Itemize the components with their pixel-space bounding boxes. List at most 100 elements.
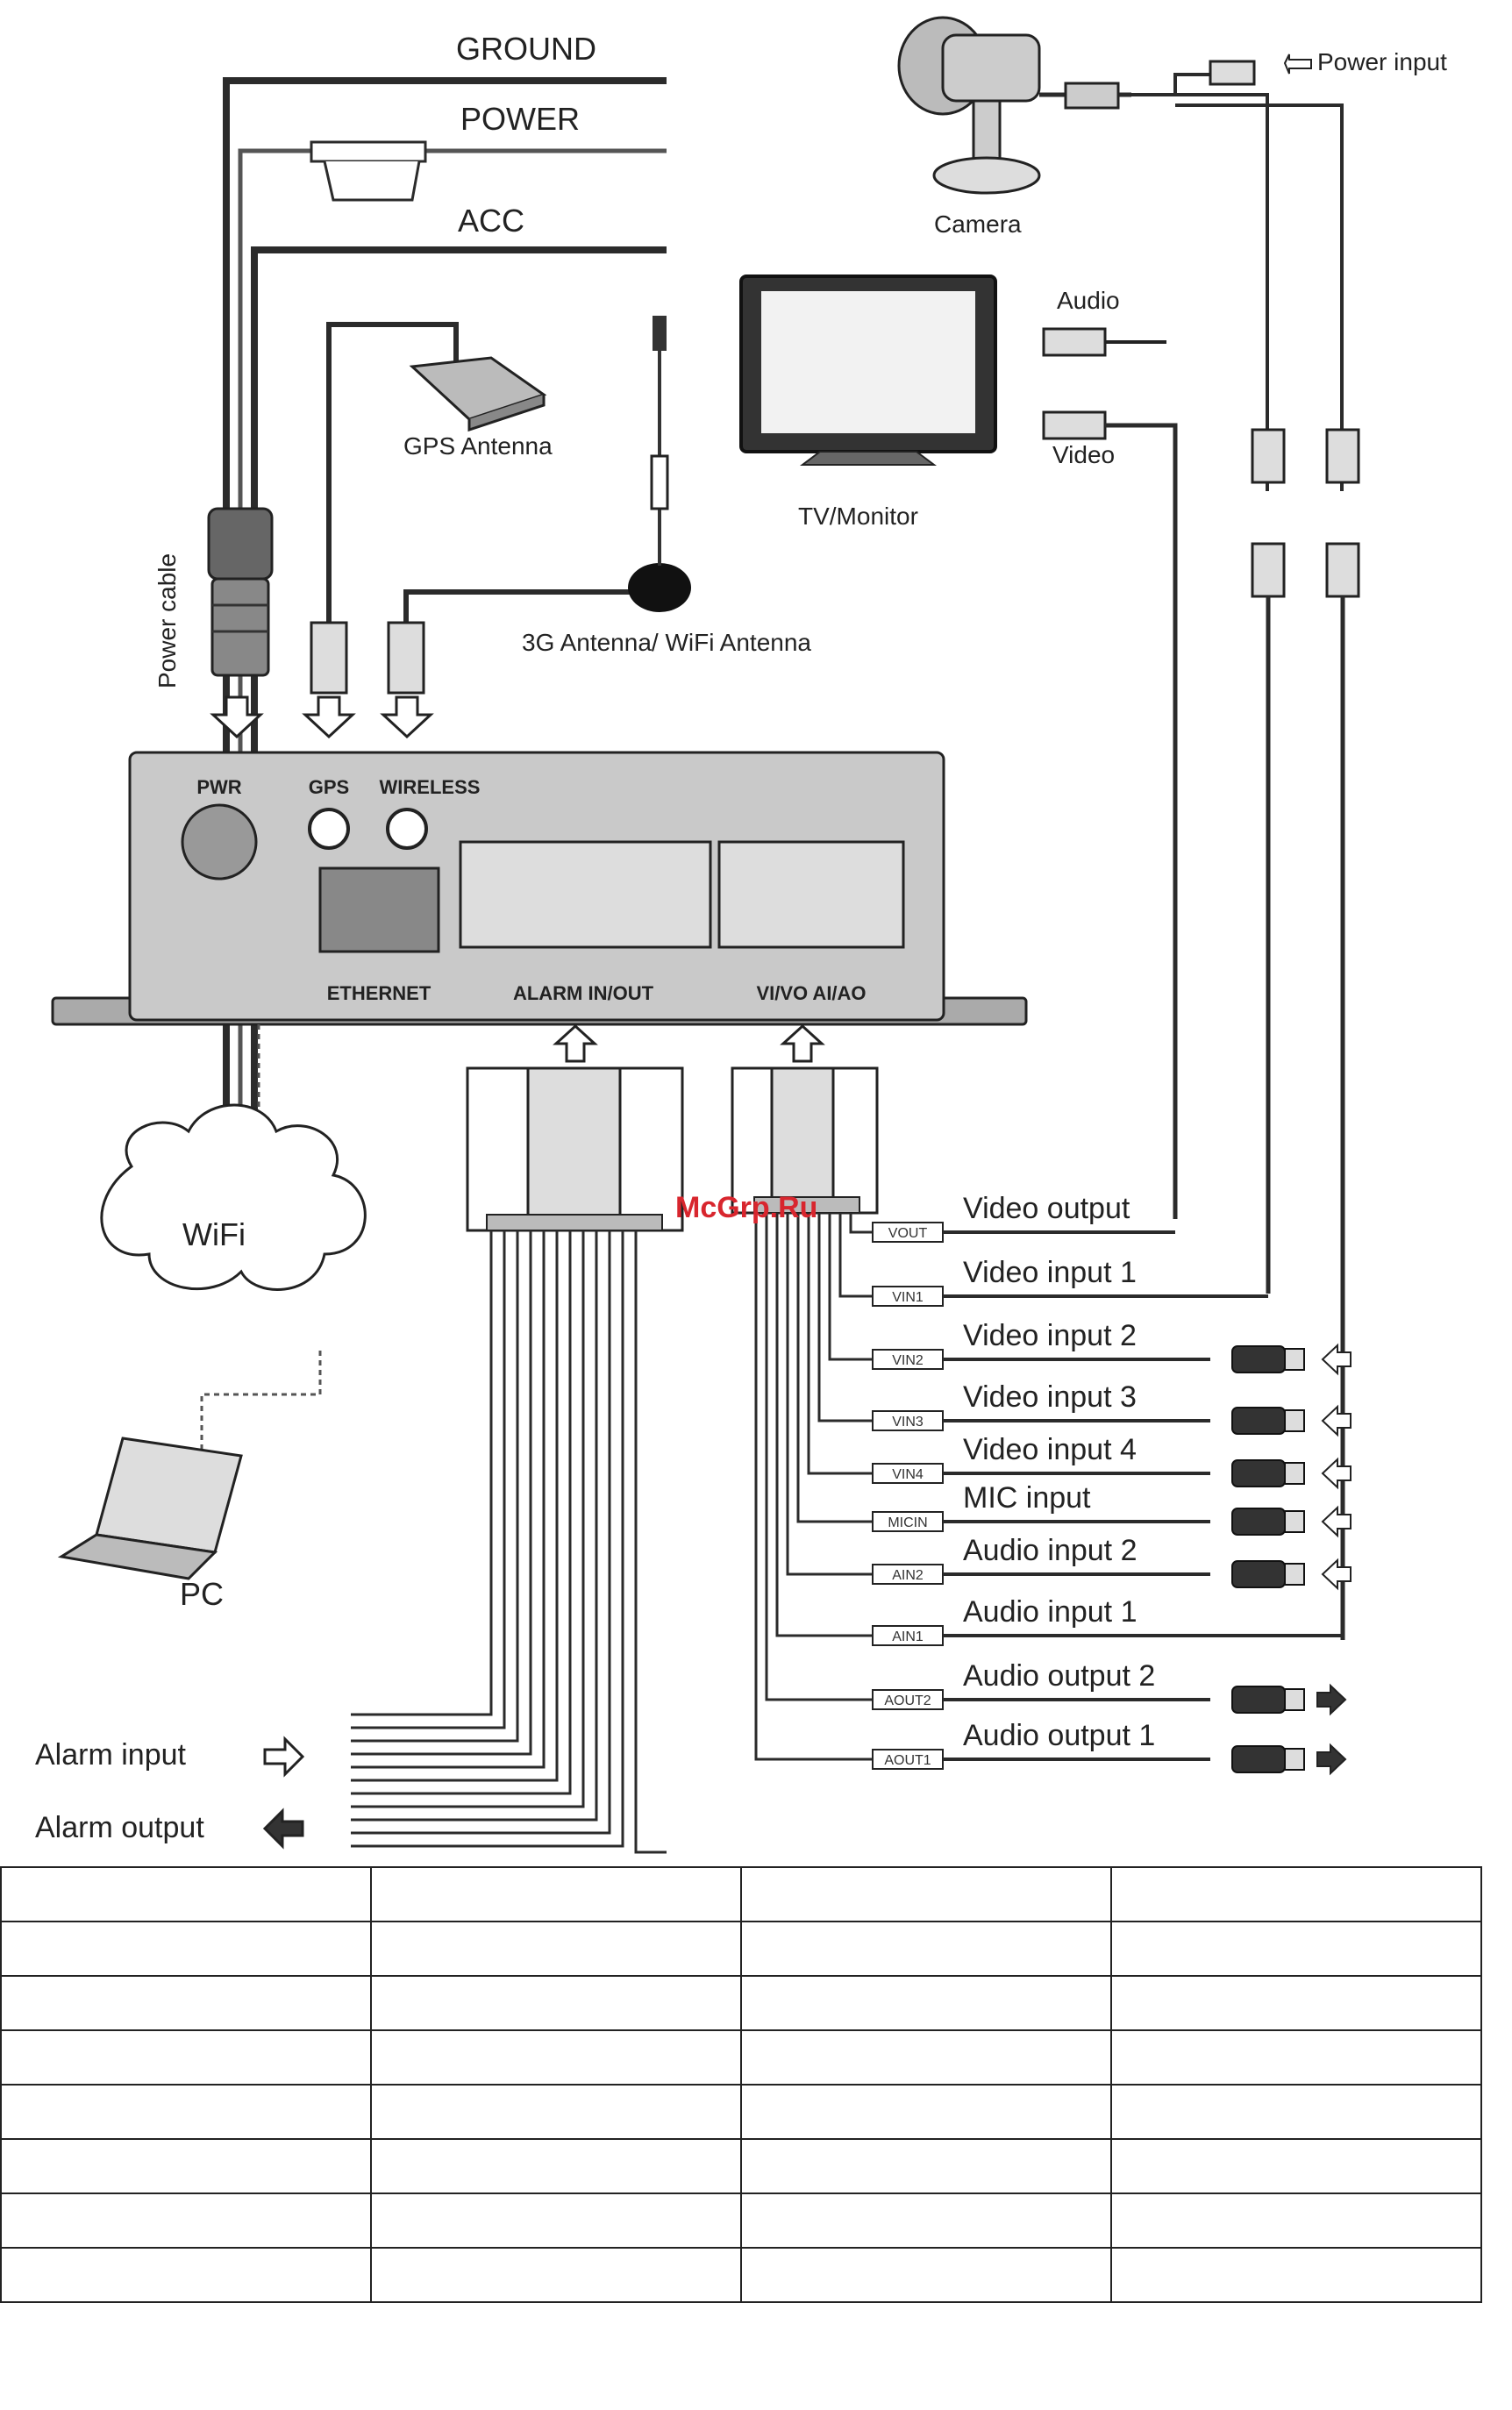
table-cell [0, 2193, 372, 2249]
table-cell [370, 2247, 742, 2303]
port-tag: VIN3 [892, 1415, 924, 1430]
table-cell [740, 1866, 1112, 1922]
port-wire [786, 1213, 873, 1576]
rca-tip-icon [1284, 1348, 1305, 1371]
table-cell [740, 2138, 1112, 2194]
down-arrows [210, 695, 434, 739]
rca-plug-icon [1231, 1745, 1286, 1773]
gps-antenna [310, 322, 547, 695]
audio-label: Audio [1057, 287, 1120, 314]
ground-label: GROUND [456, 31, 596, 67]
port-label: Video input 4 [963, 1433, 1137, 1466]
table-cell [370, 2193, 742, 2249]
watermark-text: McGrp.Ru [675, 1191, 817, 1224]
rca-tip-icon [1284, 1563, 1305, 1586]
rca-plug-icon [1231, 1560, 1286, 1588]
table-cell [0, 2029, 372, 2086]
port-wire [765, 1213, 873, 1701]
table-row [0, 2138, 1482, 2194]
port-label: Video input 1 [963, 1256, 1137, 1289]
pc-laptop [57, 1437, 243, 1580]
table-cell [370, 2138, 742, 2194]
input-arrow-icon [1321, 1505, 1352, 1538]
pwr-port-label: PWR [196, 776, 241, 798]
rca-tip-icon [1284, 1688, 1305, 1711]
camera-label: Camera [934, 210, 1022, 238]
table-row [0, 2084, 1482, 2140]
table-cell [1110, 2247, 1482, 2303]
rca-plug-icon [1231, 1508, 1286, 1536]
monitor-connectors [1042, 327, 1178, 1219]
table-cell [740, 2029, 1112, 2086]
port-label: Audio input 1 [963, 1595, 1138, 1629]
table-cell [1110, 1975, 1482, 2031]
port-tag: AIN1 [892, 1629, 924, 1644]
power-cable-label: Power cable [153, 553, 181, 688]
table-row [0, 2193, 1482, 2249]
rca-plug-icon [1231, 1407, 1286, 1435]
gps-antenna-label: GPS Antenna [403, 432, 553, 460]
rca-tip-icon [1284, 1409, 1305, 1432]
acc-label: ACC [458, 203, 524, 239]
port-tag: MICIN [888, 1515, 927, 1530]
port-tag: AOUT1 [884, 1753, 931, 1768]
camera [897, 16, 1344, 491]
port-tag: AIN2 [892, 1568, 924, 1583]
input-arrow-icon [1321, 1404, 1352, 1437]
rca-tip-icon [1284, 1748, 1305, 1771]
table-row [0, 1866, 1482, 1922]
table-cell [0, 1921, 372, 1977]
input-arrow-icon [1321, 1343, 1352, 1376]
vivo-aiao-port-label: VI/VO AI/AO [756, 982, 866, 1004]
alarm-output-arrow-icon [262, 1808, 304, 1850]
alarm-input-label: Alarm input [35, 1738, 187, 1772]
table-cell [370, 2084, 742, 2140]
port-tag: VIN4 [892, 1467, 924, 1482]
3g-antenna [387, 316, 691, 695]
table-cell [740, 2084, 1112, 2140]
port-wire [807, 1213, 873, 1475]
table-cell [0, 2084, 372, 2140]
port-wire [796, 1213, 873, 1523]
wifi-cloud [100, 1024, 367, 1456]
power-input-label: Power input [1317, 48, 1447, 75]
alarm-input-arrow-icon [263, 1736, 305, 1778]
gps-port-label: GPS [309, 776, 349, 798]
table-cell [370, 1921, 742, 1977]
table-cell [0, 1975, 372, 2031]
table-cell [1110, 2084, 1482, 2140]
port-wire [849, 1213, 873, 1234]
rca-tip-icon [1284, 1462, 1305, 1485]
port-tag: VOUT [888, 1226, 928, 1241]
alarm-output-label: Alarm output [35, 1811, 204, 1844]
power-label: POWER [460, 101, 580, 137]
port-label: Video input 2 [963, 1319, 1137, 1352]
port-label: Video output [963, 1192, 1130, 1225]
table-cell [1110, 2029, 1482, 2086]
rca-tip-icon [1284, 1510, 1305, 1533]
dvr-device [51, 751, 1028, 1026]
table-row [0, 2247, 1482, 2303]
table-row [0, 2029, 1482, 2086]
wifi-label: WiFi [182, 1216, 246, 1252]
table-cell [1110, 1921, 1482, 1977]
output-arrow-icon [1316, 1683, 1347, 1716]
table-cell [1110, 2193, 1482, 2249]
camera-cable-connectors [1251, 428, 1360, 1640]
tv-monitor [739, 275, 997, 466]
port-wire [828, 1213, 873, 1361]
table-cell [740, 1921, 1112, 1977]
port-wire [775, 1213, 873, 1637]
table-cell [1110, 2138, 1482, 2194]
table-cell [740, 2247, 1112, 2303]
input-arrow-icon [1321, 1558, 1352, 1591]
port-wire [838, 1213, 873, 1298]
rca-plug-icon [1231, 1459, 1286, 1487]
table-cell [0, 1866, 372, 1922]
input-arrow-icon [1321, 1457, 1352, 1490]
port-tag: VIN2 [892, 1353, 924, 1368]
output-arrow-icon [1316, 1743, 1347, 1776]
port-tag: AOUT2 [884, 1693, 931, 1708]
table-cell [740, 1975, 1112, 2031]
